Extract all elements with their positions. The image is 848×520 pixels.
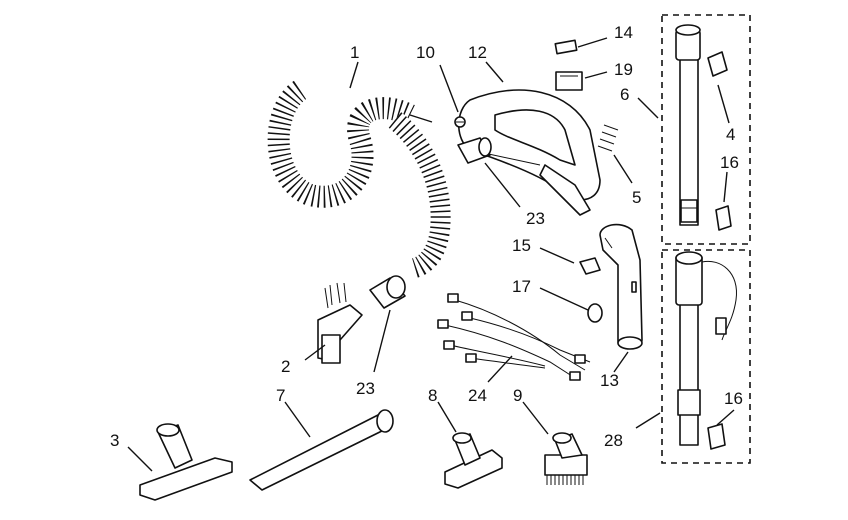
lower-wand-box xyxy=(661,249,751,464)
upper-wand-box xyxy=(661,14,751,245)
wire-harness-part xyxy=(437,293,591,381)
callout-24: 24 xyxy=(468,386,487,405)
callout-16-lower: 16 xyxy=(724,389,743,408)
upholstery-tool-part xyxy=(444,432,503,489)
upper-wand-part xyxy=(675,24,701,226)
callout-labels: 1 10 12 14 19 6 4 16 5 23 15 17 2 23 7 8… xyxy=(110,23,743,450)
callout-10: 10 xyxy=(416,43,435,62)
switch-parts xyxy=(554,39,583,91)
callout-12: 12 xyxy=(468,43,487,62)
callout-28: 28 xyxy=(604,431,623,450)
callout-15: 15 xyxy=(512,236,531,255)
crevice-tool-part xyxy=(249,409,394,491)
cuff-upper-part xyxy=(457,137,492,164)
spring-part xyxy=(597,124,619,152)
callout-17: 17 xyxy=(512,277,531,296)
callout-14: 14 xyxy=(614,23,633,42)
callout-13: 13 xyxy=(600,371,619,390)
callout-5: 5 xyxy=(632,188,641,207)
screw-part xyxy=(454,116,466,128)
callout-2: 2 xyxy=(281,357,290,376)
cuff-lower-part xyxy=(369,275,406,309)
latch-lower-part xyxy=(707,423,726,450)
callout-3: 3 xyxy=(110,431,119,450)
handle-part xyxy=(458,89,601,216)
callout-8: 8 xyxy=(428,386,437,405)
floor-nozzle-part xyxy=(139,423,233,501)
clip-parts xyxy=(579,257,603,323)
callout-23-lower: 23 xyxy=(356,379,375,398)
hose-part xyxy=(267,80,451,278)
callout-7: 7 xyxy=(276,386,285,405)
callout-6: 6 xyxy=(620,85,629,104)
latch-upper-part xyxy=(715,205,732,231)
callout-1: 1 xyxy=(350,43,359,62)
swivel-plug-part xyxy=(317,282,363,364)
lower-wand-part xyxy=(675,251,737,446)
connector-tube-part xyxy=(599,223,643,350)
callout-19: 19 xyxy=(614,60,633,79)
callout-9: 9 xyxy=(513,386,522,405)
leader-lines xyxy=(127,37,735,472)
callout-16-upper: 16 xyxy=(720,153,739,172)
callout-4: 4 xyxy=(726,125,735,144)
wand-clip-part xyxy=(707,51,728,77)
callout-23-upper: 23 xyxy=(526,209,545,228)
dusting-brush-part xyxy=(544,432,588,485)
